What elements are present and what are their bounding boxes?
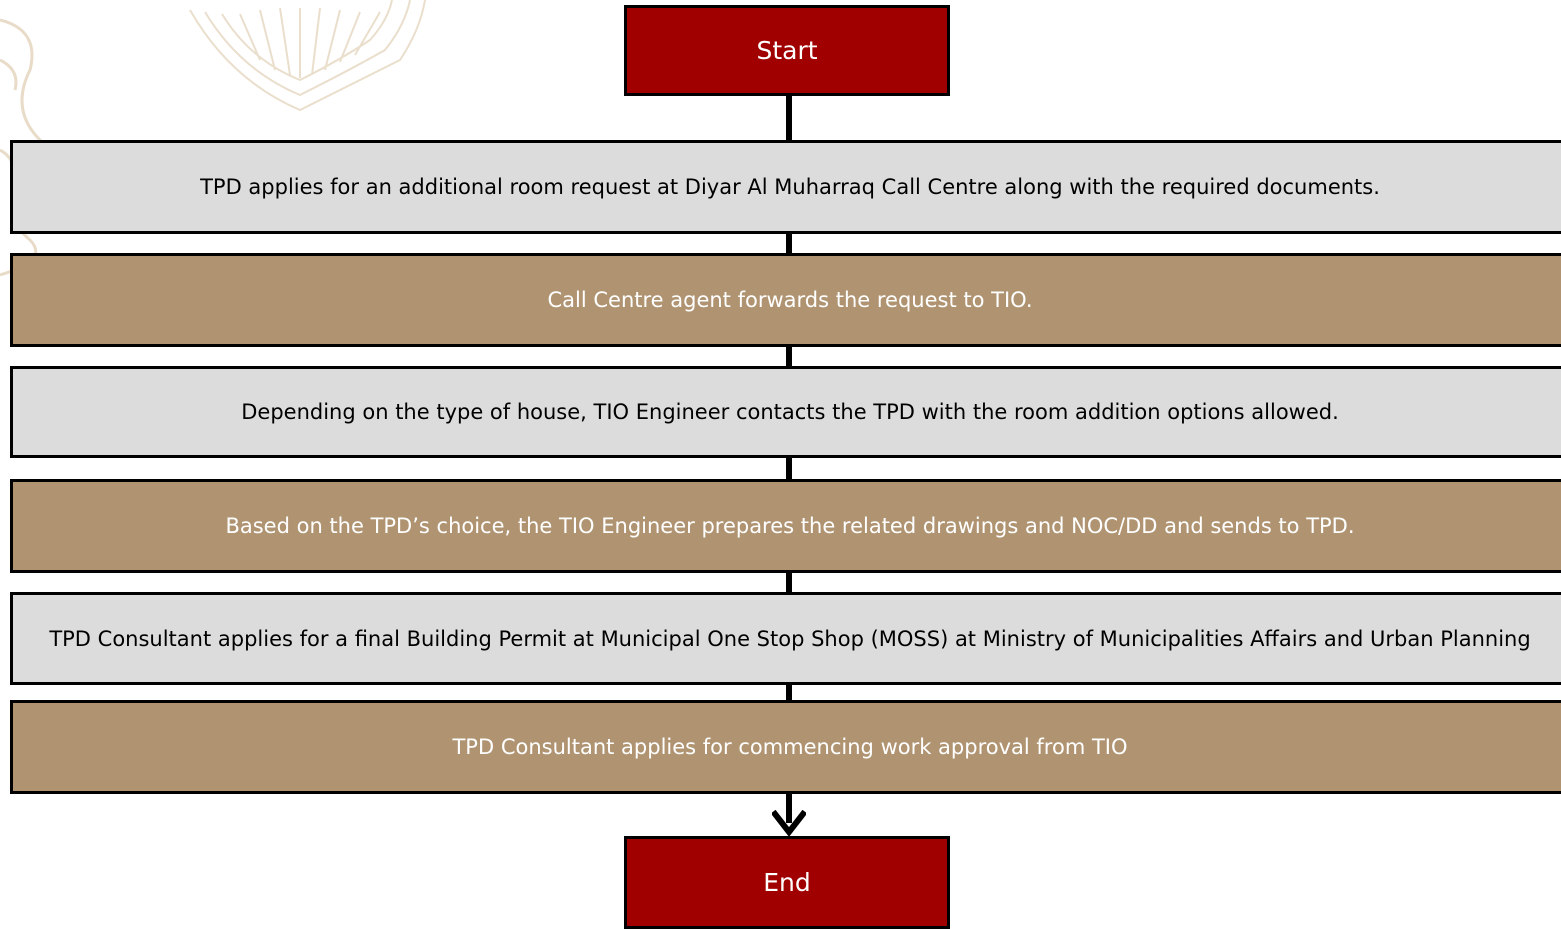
process-step-3: Depending on the type of house, TIO Engi… [10, 366, 1561, 458]
process-step-2: Call Centre agent forwards the request t… [10, 253, 1561, 347]
process-step-text: Based on the TPD’s choice, the TIO Engin… [225, 514, 1355, 538]
connector-line [786, 95, 792, 140]
connector-line [786, 572, 792, 592]
connector-line [786, 457, 792, 479]
process-step-5: TPD Consultant applies for a final Build… [10, 592, 1561, 685]
process-step-text: TPD applies for an additional room reque… [200, 175, 1380, 199]
process-step-1: TPD applies for an additional room reque… [10, 140, 1561, 234]
ornament-rosette [189, 0, 426, 112]
end-label: End [763, 867, 811, 897]
process-step-text: Depending on the type of house, TIO Engi… [241, 400, 1339, 424]
process-step-4: Based on the TPD’s choice, the TIO Engin… [10, 479, 1561, 573]
end-node: End [624, 836, 950, 929]
arrow-head-icon [772, 810, 806, 837]
process-step-text: TPD Consultant applies for a final Build… [49, 626, 1531, 651]
connector-line [786, 793, 792, 823]
start-node: Start [624, 5, 950, 96]
start-label: Start [756, 35, 818, 65]
process-step-text: TPD Consultant applies for commencing wo… [452, 735, 1128, 759]
process-step-text: Call Centre agent forwards the request t… [547, 288, 1033, 312]
connector-line [786, 346, 792, 366]
connector-line [786, 684, 792, 700]
process-step-6: TPD Consultant applies for commencing wo… [10, 700, 1561, 794]
connector-line [786, 233, 792, 253]
